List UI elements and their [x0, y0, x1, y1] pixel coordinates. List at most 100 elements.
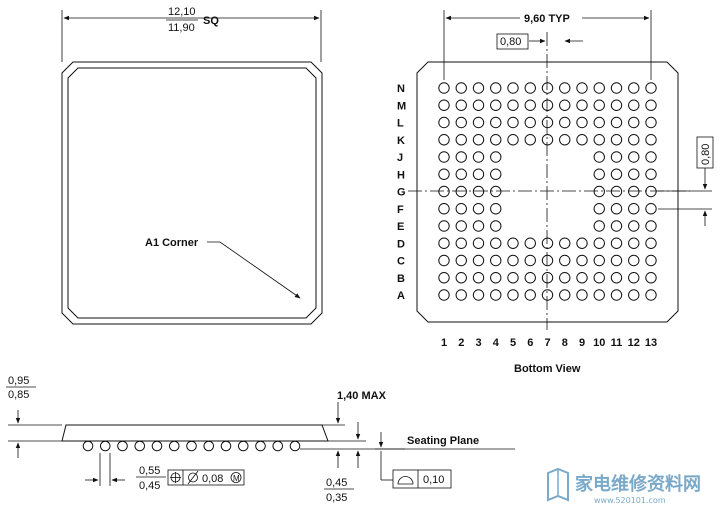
ball-L4 — [490, 116, 502, 129]
ball-L6 — [524, 116, 536, 129]
ball-K7 — [541, 134, 554, 146]
ball-J12 — [628, 151, 640, 163]
ball-G13 — [645, 185, 657, 198]
ball-K9 — [576, 134, 588, 146]
ball-L1 — [438, 116, 450, 129]
side-view: 0,95 0,85 1,40 MAX 0,45 0,35 Seating Pla… — [6, 375, 515, 504]
ball-G1 — [438, 185, 450, 198]
col-label-8: 8 — [562, 337, 568, 349]
ball-F4 — [490, 203, 502, 215]
side-ball — [203, 440, 215, 452]
col-label-5: 5 — [510, 337, 516, 349]
ball-K8 — [559, 134, 571, 146]
ball-H11 — [610, 168, 623, 180]
ball-F12 — [628, 203, 640, 215]
pitch-x-box — [496, 33, 529, 50]
ball-D1 — [438, 237, 450, 249]
ball-B5 — [507, 272, 519, 284]
row-label-K: K — [397, 135, 405, 147]
ball-D6 — [524, 237, 536, 249]
bottom-package-outline — [416, 61, 679, 323]
ball-J11 — [610, 151, 623, 163]
ball-C12 — [628, 254, 640, 267]
ball-A5 — [507, 289, 519, 301]
row-label-E: E — [397, 221, 404, 233]
ball-K13 — [645, 134, 657, 146]
ball-E11 — [610, 220, 623, 232]
ball-D4 — [490, 237, 502, 249]
ball-N2 — [455, 82, 467, 94]
ball-M5 — [507, 99, 519, 111]
ball-E10 — [593, 220, 605, 232]
ball-M12 — [628, 99, 640, 111]
ball-N6 — [524, 82, 536, 94]
ball-B6 — [524, 272, 536, 284]
profile-surface-icon — [397, 476, 414, 485]
ball-C3 — [472, 254, 485, 267]
ball-L9 — [576, 116, 588, 129]
ball-C5 — [507, 254, 519, 267]
ball-D2 — [455, 237, 467, 249]
watermark-text: 家电维修资料网 — [575, 473, 701, 495]
ball-M10 — [593, 99, 605, 111]
ball-E2 — [455, 220, 467, 232]
ball-L13 — [645, 116, 657, 129]
ball-G11 — [610, 185, 623, 198]
row-label-L: L — [397, 118, 404, 130]
row-label-A: A — [397, 290, 405, 302]
ball-N9 — [576, 82, 588, 94]
ball-position-tolerance: 0,08 — [202, 473, 223, 485]
ball-N7 — [541, 82, 554, 94]
ball-L11 — [610, 116, 623, 129]
col-label-2: 2 — [458, 337, 464, 349]
ball-H10 — [593, 168, 605, 180]
ball-A1 — [438, 289, 450, 301]
ball-L8 — [559, 116, 571, 129]
ball-B2 — [455, 272, 467, 284]
ball-G10 — [593, 185, 605, 198]
col-label-13: 13 — [645, 337, 657, 349]
ball-N4 — [490, 82, 502, 94]
ball-H2 — [455, 168, 467, 180]
ball-B9 — [576, 272, 588, 284]
side-ball — [82, 440, 94, 452]
package-outline — [61, 61, 323, 325]
position-tolerance-frame — [167, 469, 245, 486]
package-inner-outline — [67, 67, 317, 319]
bottom-view-caption: Bottom View — [514, 363, 581, 375]
ball-N11 — [610, 82, 623, 94]
width-dim-top: 12,10 — [168, 6, 196, 18]
side-ball — [99, 440, 111, 452]
ball-G12 — [628, 185, 640, 198]
ball-H4 — [490, 168, 502, 180]
row-label-B: B — [397, 273, 405, 285]
ball-K3 — [472, 134, 485, 146]
ball-B3 — [472, 272, 485, 284]
ball-G3 — [472, 185, 485, 198]
ball-J3 — [472, 151, 485, 163]
ball-C4 — [490, 254, 502, 267]
side-ball — [151, 440, 163, 452]
seating-plane-label: Seating Plane — [407, 435, 479, 447]
col-label-4: 4 — [493, 337, 500, 349]
max-height-label: 1,40 MAX — [337, 390, 387, 402]
ball-M3 — [472, 99, 485, 111]
side-ball — [186, 440, 197, 452]
ball-E13 — [645, 220, 657, 232]
ball-M11 — [610, 99, 623, 111]
ball-A6 — [524, 289, 536, 301]
ball-K5 — [507, 134, 519, 146]
side-package-body — [61, 424, 329, 442]
ball-N13 — [645, 82, 657, 94]
ball-N5 — [507, 82, 519, 94]
row-label-J: J — [397, 152, 403, 164]
ball-B11 — [610, 272, 623, 284]
ball-J13 — [645, 151, 657, 163]
ball-E4 — [490, 220, 502, 232]
ball-A2 — [455, 289, 467, 301]
ball-D11 — [610, 237, 623, 249]
pitch-total-label: 9,60 TYP — [524, 13, 570, 25]
flatness-value: 0,10 — [423, 474, 444, 486]
